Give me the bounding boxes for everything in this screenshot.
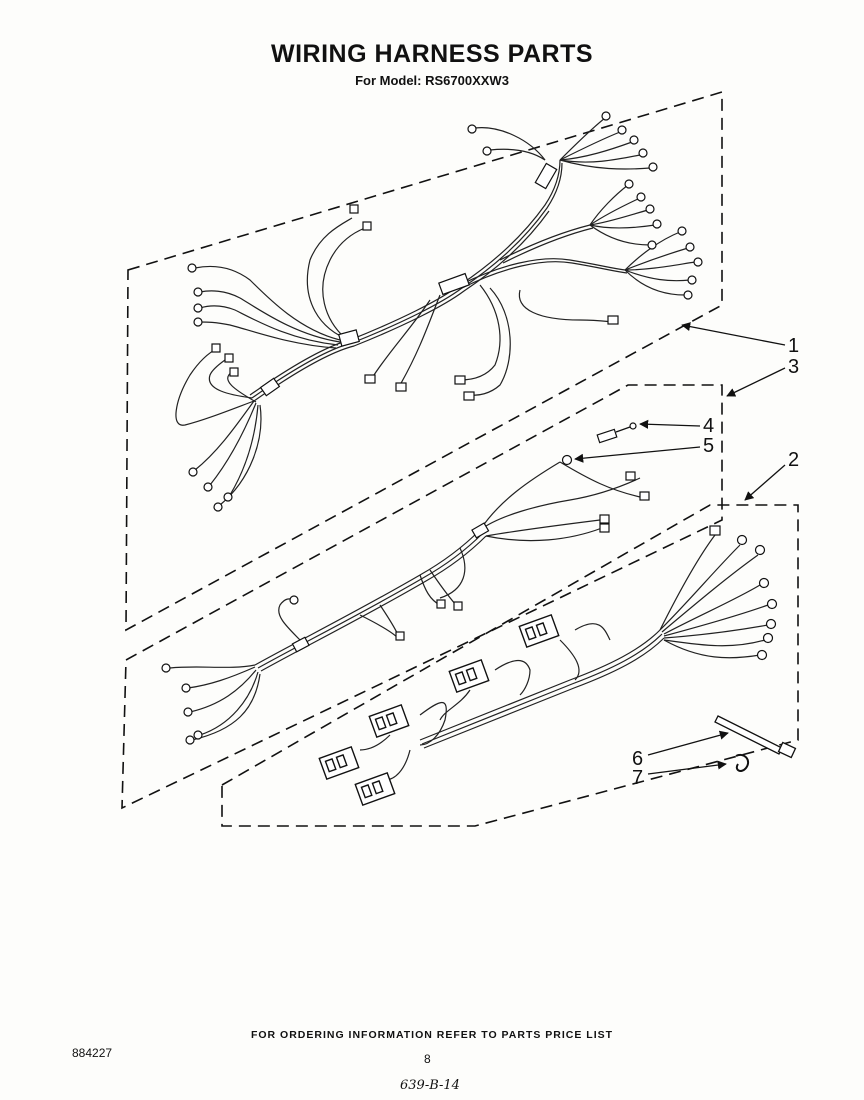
callout-4: 4 — [703, 415, 714, 437]
harness-2-group — [221, 504, 799, 827]
callout-6: 6 — [632, 748, 643, 770]
harness-3-outline — [121, 384, 723, 810]
model-subtitle: For Model: RS6700XXW3 — [355, 73, 509, 88]
harness-2-connectors — [318, 613, 560, 807]
callout-leaders — [574, 322, 786, 775]
harness-1-wires — [175, 117, 696, 506]
harness-2-terminals — [709, 525, 778, 661]
connector-block-e — [354, 771, 396, 807]
part-7-clip — [735, 754, 750, 772]
document-number: 884227 — [72, 1046, 113, 1060]
callout-5: 5 — [703, 435, 714, 457]
ordering-note: FOR ORDERING INFORMATION REFER TO PARTS … — [250, 1029, 614, 1041]
harness-2-outline — [221, 504, 799, 827]
connector-block-c — [368, 703, 410, 739]
harness-2-wires — [359, 534, 769, 781]
harness-1-outline — [125, 90, 723, 632]
callout-2: 2 — [788, 449, 799, 471]
part-4-terminal — [596, 422, 637, 444]
connector-block-a — [518, 613, 560, 649]
harness-1-group — [125, 90, 723, 632]
harness-3-terminals — [161, 454, 650, 745]
connector-block-d — [318, 745, 360, 781]
callout-3: 3 — [788, 356, 799, 378]
callout-1: 1 — [788, 335, 799, 357]
harness-3-sleeves — [291, 522, 490, 653]
harness-1-terminals — [187, 111, 703, 512]
callout-7: 7 — [632, 767, 643, 789]
part-6-cable-tie — [714, 715, 797, 759]
page-number: 8 — [424, 1052, 431, 1066]
page-title: WIRING HARNESS PARTS — [270, 40, 594, 68]
harness-1-sleeves — [259, 162, 558, 397]
connector-block-b — [448, 658, 490, 694]
harness-3-wires — [169, 461, 641, 741]
harness-3-group — [121, 384, 723, 810]
handwritten-note: 639-B-14 — [400, 1078, 460, 1093]
